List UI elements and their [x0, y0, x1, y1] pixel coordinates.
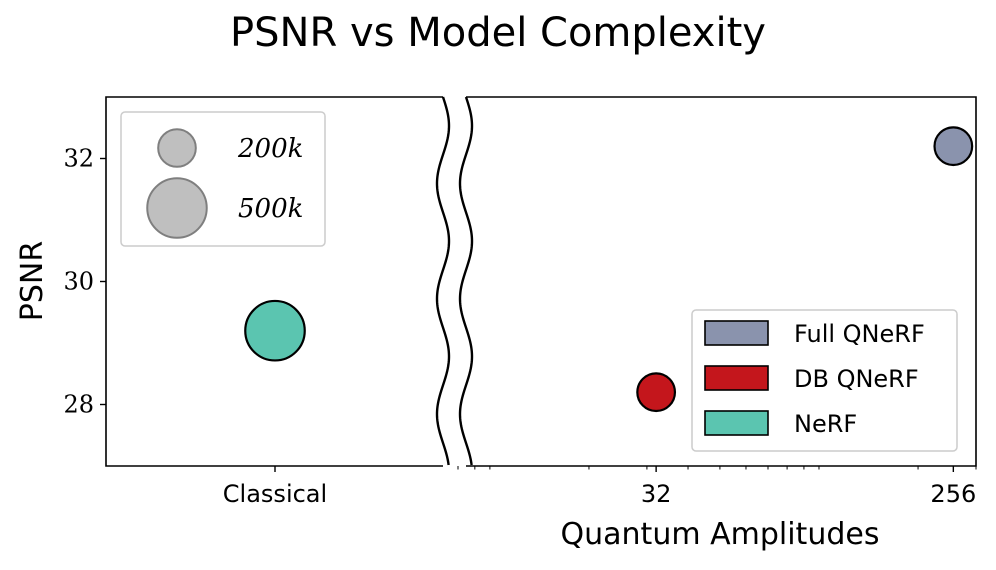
- quantum-panel: 32 256: [457, 96, 977, 508]
- x-tick-label: 32: [641, 480, 672, 508]
- point-db-qnerf: [636, 372, 677, 413]
- color-legend-label: NeRF: [794, 410, 857, 438]
- point-full-qnerf: [933, 126, 974, 167]
- x-tick-label-classical: Classical: [223, 480, 327, 508]
- color-legend: Full QNeRF DB QNeRF NeRF: [691, 309, 958, 452]
- size-legend-marker: [146, 177, 208, 239]
- size-legend-frame: [120, 111, 326, 247]
- y-axis-label: PSNR: [15, 241, 50, 321]
- y-tick-label: 28: [63, 391, 94, 419]
- size-legend-label: 200k: [237, 134, 303, 164]
- x-axis-label: Quantum Amplitudes: [561, 517, 880, 552]
- color-legend-label: DB QNeRF: [794, 365, 919, 393]
- color-legend-swatch: [704, 410, 769, 436]
- right-axis-break: [458, 96, 474, 466]
- left-axis-break: [435, 96, 451, 466]
- color-legend-swatch: [704, 320, 769, 346]
- point-nerf: [244, 299, 306, 362]
- size-legend-label: 500k: [238, 194, 303, 224]
- y-tick-label: 32: [63, 145, 94, 173]
- data-points: [244, 126, 974, 413]
- color-legend-swatch: [704, 365, 769, 391]
- x-tick-label: 256: [930, 480, 976, 508]
- size-legend-marker: [157, 128, 197, 168]
- chart-title: PSNR vs Model Complexity: [230, 10, 766, 56]
- quantum-axes-frame: [466, 96, 977, 467]
- color-legend-label: Full QNeRF: [794, 320, 925, 348]
- size-legend: 200k 500k: [120, 111, 326, 247]
- y-tick-label: 30: [63, 268, 94, 296]
